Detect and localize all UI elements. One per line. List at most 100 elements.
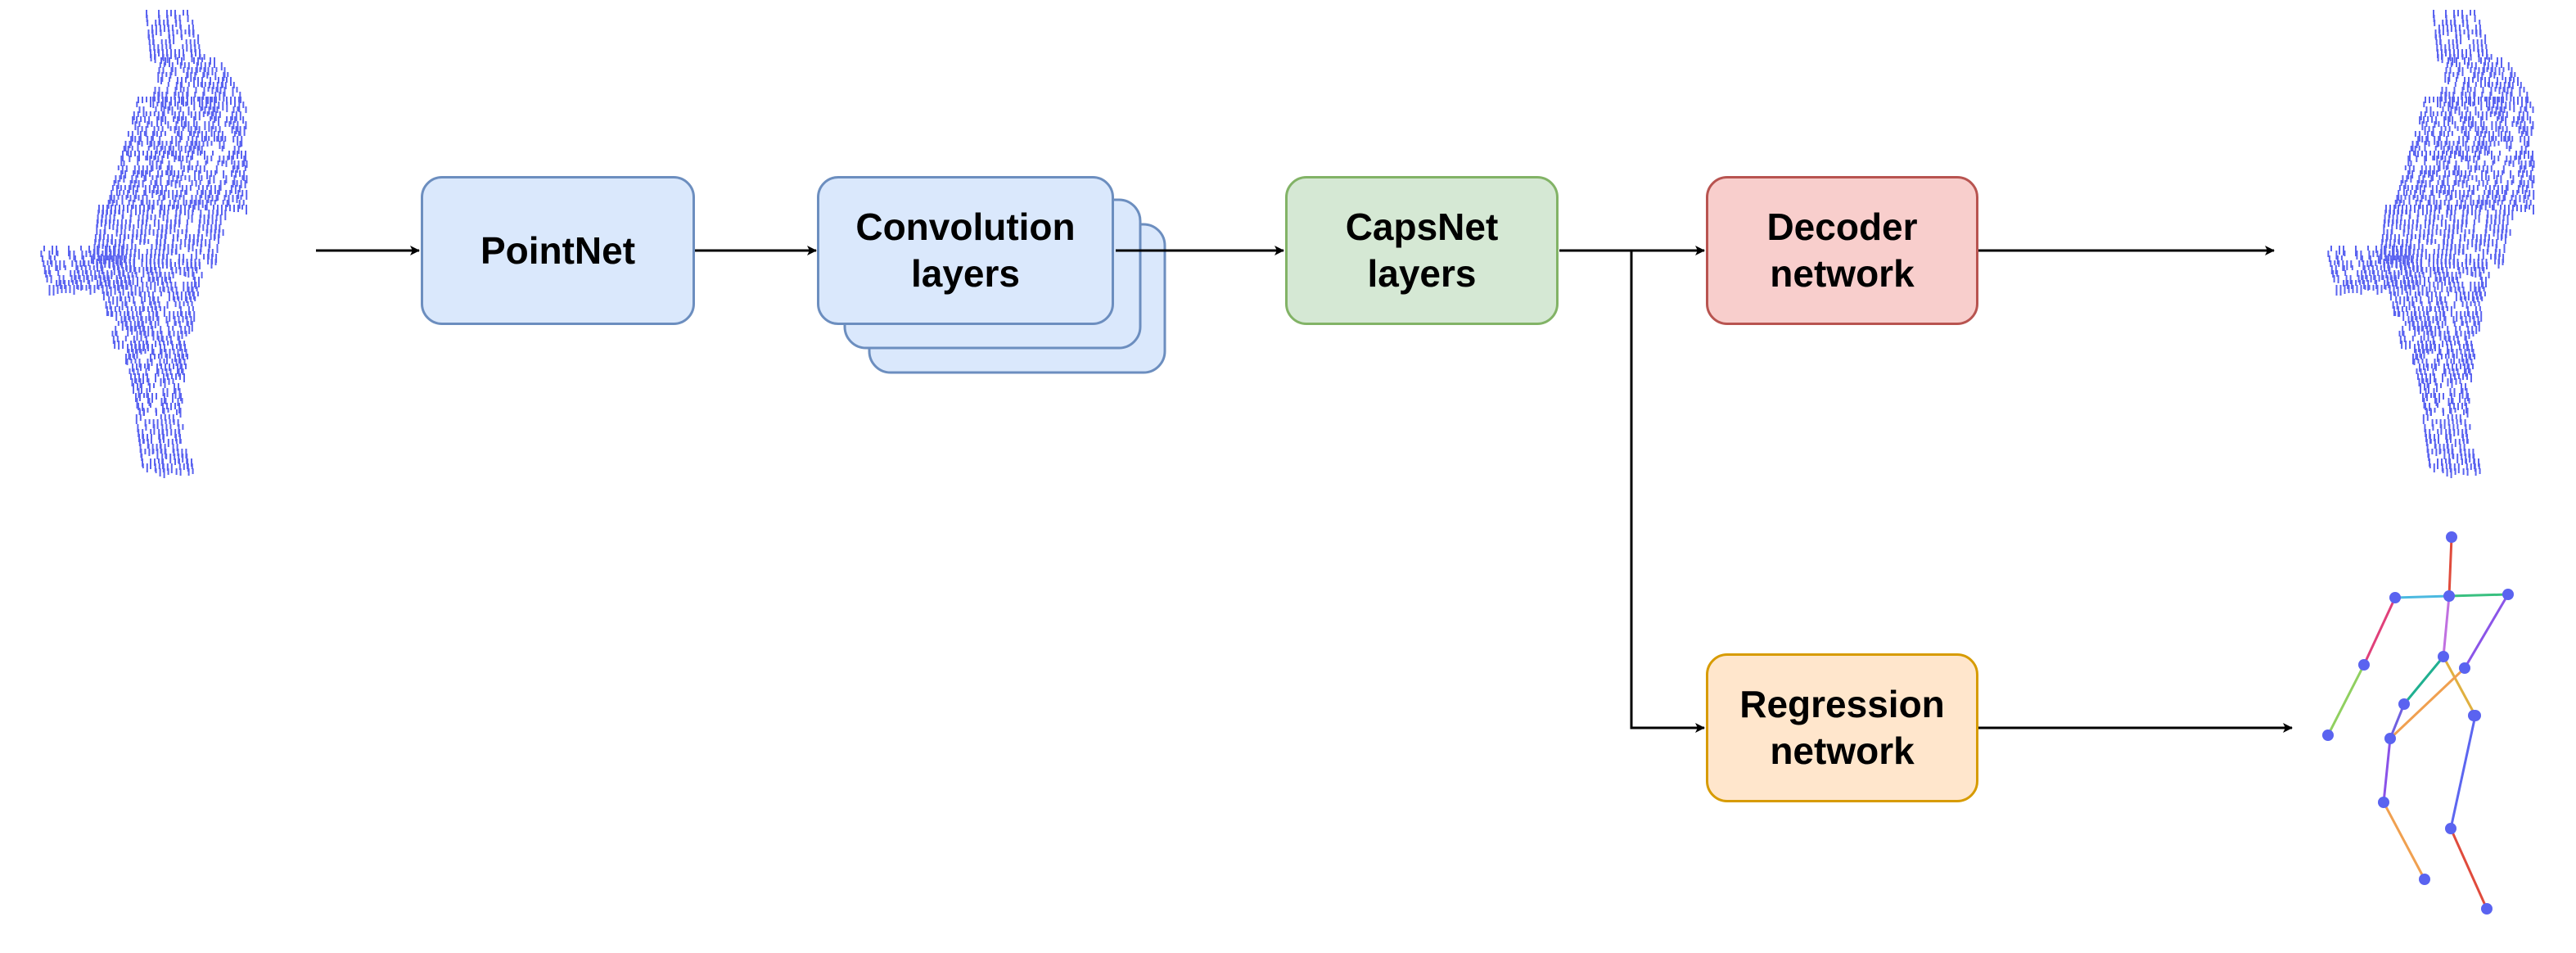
cloud-point bbox=[176, 29, 178, 34]
cloud-point bbox=[246, 205, 247, 215]
cloud-point bbox=[196, 136, 198, 146]
cloud-point bbox=[2525, 185, 2528, 192]
cloud-point bbox=[2350, 260, 2353, 268]
cloud-point bbox=[153, 296, 156, 305]
cloud-point bbox=[107, 200, 110, 209]
cloud-point bbox=[232, 82, 235, 88]
cloud-point bbox=[2452, 349, 2454, 358]
cloud-point bbox=[2484, 229, 2487, 237]
cloud-point bbox=[78, 270, 80, 279]
cloud-point bbox=[168, 190, 170, 198]
cloud-point bbox=[2511, 67, 2513, 78]
cloud-point bbox=[149, 224, 151, 230]
cloud-point bbox=[172, 378, 174, 384]
cloud-point bbox=[2493, 141, 2496, 147]
cloud-point bbox=[134, 267, 137, 274]
cloud-point bbox=[2344, 285, 2346, 294]
cloud-point bbox=[230, 185, 232, 193]
cloud-point bbox=[113, 246, 115, 256]
cloud-point bbox=[145, 424, 147, 431]
cloud-point bbox=[229, 205, 231, 211]
cloud-point bbox=[199, 215, 201, 224]
cloud-point bbox=[2425, 165, 2427, 174]
cloud-point bbox=[96, 219, 98, 228]
cloud-point bbox=[120, 316, 123, 323]
cloud-point bbox=[196, 121, 198, 130]
cloud-point bbox=[178, 262, 180, 269]
cloud-point bbox=[2460, 349, 2462, 355]
cloud-point bbox=[220, 136, 223, 142]
cloud-point bbox=[2327, 251, 2330, 257]
cloud-point bbox=[76, 265, 79, 273]
cloud-point bbox=[2414, 205, 2416, 213]
cloud-point bbox=[2362, 260, 2365, 270]
cloud-point bbox=[2436, 383, 2438, 392]
cloud-point bbox=[131, 344, 133, 352]
cloud-point bbox=[206, 170, 209, 179]
cloud-point bbox=[2419, 229, 2421, 237]
cloud-point bbox=[2476, 185, 2479, 191]
cloud-point bbox=[232, 195, 234, 202]
cloud-point bbox=[2533, 160, 2535, 168]
cloud-point bbox=[2416, 156, 2418, 162]
cloud-point bbox=[2406, 255, 2408, 265]
cloud-point bbox=[2492, 239, 2494, 246]
cloud-point bbox=[2430, 205, 2432, 212]
cloud-point bbox=[2474, 321, 2476, 327]
cloud-point bbox=[2527, 97, 2529, 103]
cloud-point bbox=[148, 419, 151, 424]
cloud-point bbox=[2470, 87, 2472, 92]
cloud-point bbox=[128, 349, 130, 359]
cloud-point bbox=[140, 311, 142, 321]
cloud-point bbox=[2481, 296, 2484, 301]
cloud-point bbox=[154, 87, 156, 94]
cloud-point bbox=[2447, 190, 2449, 196]
cloud-point bbox=[2427, 116, 2429, 122]
cloud-point bbox=[2517, 97, 2519, 105]
cloud-point bbox=[127, 234, 129, 239]
cloud-point bbox=[184, 190, 187, 195]
cloud-point bbox=[2447, 364, 2449, 369]
cloud-point bbox=[173, 331, 175, 336]
cloud-point bbox=[2502, 72, 2504, 80]
cloud-point bbox=[2360, 285, 2362, 295]
cloud-point bbox=[2430, 239, 2433, 245]
cloud-point bbox=[2440, 92, 2443, 99]
cloud-point bbox=[2437, 429, 2439, 434]
cloud-point bbox=[230, 116, 232, 124]
cloud-point bbox=[2489, 92, 2492, 100]
cloud-point bbox=[2478, 195, 2480, 204]
cloud-point bbox=[140, 449, 142, 458]
cloud-point bbox=[2409, 251, 2411, 255]
cloud-point bbox=[2488, 97, 2490, 106]
cloud-point bbox=[2398, 239, 2400, 244]
cloud-point bbox=[2428, 141, 2430, 147]
cloud-point bbox=[169, 419, 171, 424]
cloud-point bbox=[157, 170, 160, 178]
cloud-point bbox=[225, 190, 228, 197]
cloud-point bbox=[2529, 200, 2532, 206]
cloud-point bbox=[133, 249, 136, 257]
cloud-point bbox=[2465, 111, 2467, 121]
cloud-point bbox=[178, 458, 180, 464]
cloud-point bbox=[192, 291, 195, 300]
cloud-point bbox=[2442, 20, 2444, 26]
cloud-point bbox=[45, 270, 47, 278]
cloud-point bbox=[201, 57, 203, 62]
cloud-point bbox=[157, 316, 160, 326]
cloud-point bbox=[2465, 156, 2467, 161]
cloud-point bbox=[2457, 463, 2460, 473]
cloud-point bbox=[2532, 106, 2534, 113]
cloud-point bbox=[2389, 251, 2391, 256]
cloud-point bbox=[97, 280, 99, 289]
cloud-point bbox=[2449, 282, 2452, 291]
cloud-point bbox=[2518, 156, 2520, 165]
cloud-point bbox=[127, 131, 129, 137]
cloud-point bbox=[2375, 246, 2377, 253]
cloud-point bbox=[2421, 287, 2424, 296]
cloud-point bbox=[172, 414, 174, 422]
cloud-point bbox=[2426, 409, 2428, 414]
cloud-point bbox=[2434, 20, 2436, 26]
cloud-point bbox=[2403, 219, 2406, 226]
cloud-point bbox=[2453, 180, 2456, 186]
